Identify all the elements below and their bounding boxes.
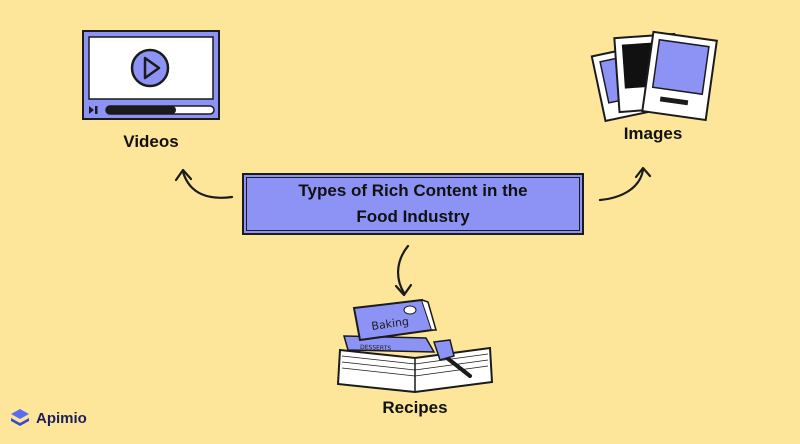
apimio-logo: Apimio bbox=[10, 408, 87, 428]
brand-name: Apimio bbox=[36, 409, 87, 427]
center-title-line-2: Food Industry bbox=[356, 207, 470, 226]
recipe-book-icon: DESSERTS Baking bbox=[336, 298, 494, 394]
video-player-icon bbox=[82, 30, 220, 120]
apimio-logo-icon bbox=[11, 409, 29, 426]
book-spine-text: DESSERTS bbox=[360, 344, 391, 352]
photos-icon bbox=[590, 30, 718, 123]
book-cover-text: Baking bbox=[371, 315, 410, 333]
node-label-recipes: Recipes bbox=[382, 398, 448, 417]
center-title-line-1: Types of Rich Content in the bbox=[298, 181, 528, 200]
node-label-images: Images bbox=[623, 124, 683, 143]
node-label-videos: Videos bbox=[123, 132, 179, 151]
center-topic-box: Types of Rich Content in the Food Indust… bbox=[242, 173, 584, 235]
